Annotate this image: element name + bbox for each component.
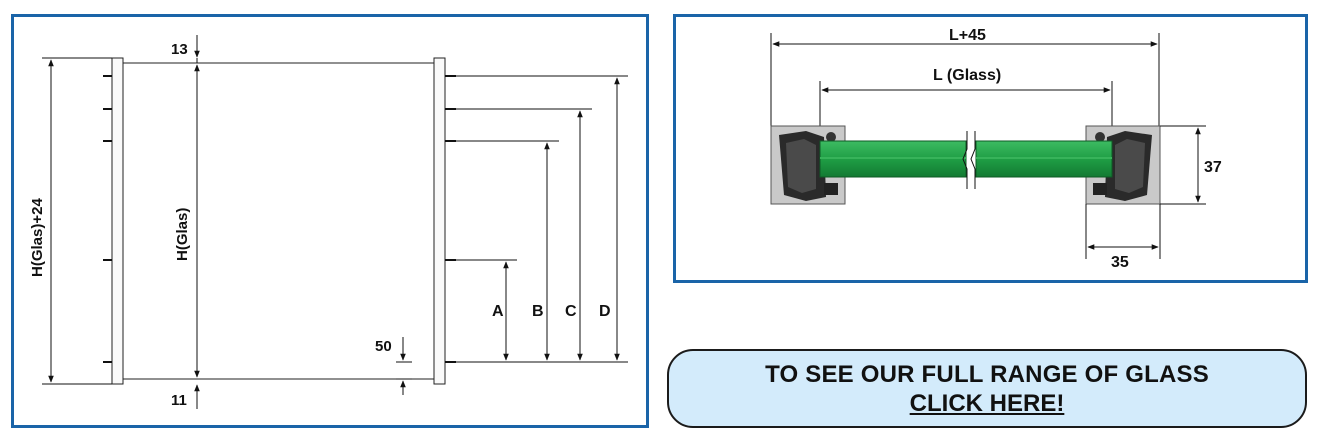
right-post-ticks: [445, 75, 456, 363]
label-b: B: [532, 303, 544, 320]
break-marks: [962, 131, 976, 189]
front-view-panel: A B C D H(Glas)+24 H(Glas) 13 11: [11, 14, 649, 428]
click-here-link[interactable]: CLICK HERE!: [909, 389, 1065, 417]
cta-text: TO SEE OUR FULL RANGE OF GLASS: [765, 360, 1209, 388]
label-bottom-margin: 50: [375, 338, 392, 355]
label-d: D: [599, 303, 611, 320]
glass-range-button[interactable]: TO SEE OUR FULL RANGE OF GLASS CLICK HER…: [667, 349, 1307, 428]
label-top-offset: 13: [171, 41, 188, 58]
label-bottom-offset: 11: [171, 392, 187, 409]
label-glass-length: L (Glass): [933, 67, 1001, 84]
label-total-height: H(Glas)+24: [29, 198, 46, 277]
label-a: A: [492, 303, 504, 320]
left-post-ticks: [103, 75, 112, 363]
right-post: [433, 57, 446, 385]
left-post: [111, 57, 124, 385]
section-view-drawing: L+45 L (Glass): [770, 27, 1222, 271]
section-view-panel: L+45 L (Glass): [673, 14, 1308, 283]
glass-pane: [819, 140, 1113, 178]
front-view-drawing: A B C D H(Glas)+24 H(Glas) 13 11: [29, 35, 628, 409]
label-height: 37: [1204, 159, 1222, 176]
label-glass-height: H(Glas): [174, 208, 191, 261]
label-total-length: L+45: [949, 27, 986, 44]
label-c: C: [565, 303, 577, 320]
label-profile-width: 35: [1111, 254, 1129, 271]
right-extension-lines: [445, 75, 628, 363]
left-profile: [770, 125, 846, 205]
